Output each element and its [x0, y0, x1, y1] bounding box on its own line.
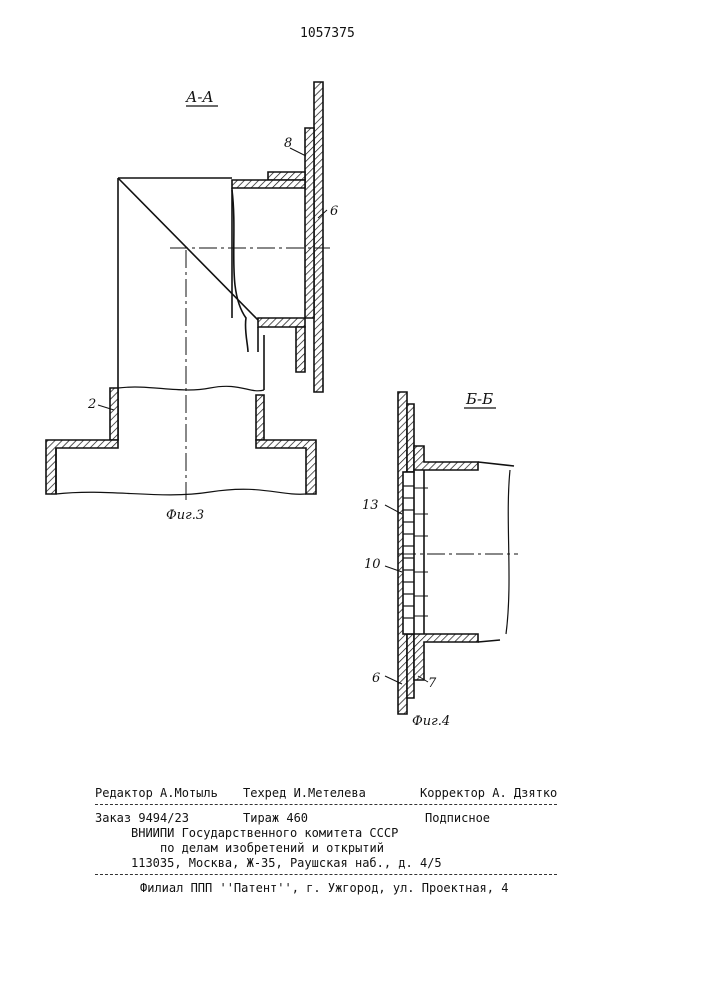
org-line-1: ВНИИПИ Государственного комитета СССР	[131, 826, 398, 840]
org-line-2: по делам изобретений и открытий	[160, 841, 384, 855]
callout-6-fig4: 6	[372, 671, 380, 686]
corrector-credit: Корректор А. Дзятко	[420, 786, 557, 800]
callout-6-fig3: 6	[330, 204, 338, 219]
technical-drawing	[0, 0, 707, 760]
callout-8: 8	[284, 136, 292, 151]
callout-13: 13	[362, 498, 379, 513]
section-label-b-b: Б-Б	[466, 390, 493, 408]
editor-credit: Редактор А.Мотыль	[95, 786, 218, 800]
figure3-caption: Фиг.3	[166, 508, 204, 523]
address: 113035, Москва, Ж-35, Раушская наб., д. …	[131, 856, 442, 870]
techred-credit: Техред И.Метелева	[243, 786, 366, 800]
section-label-a-a: А-А	[186, 88, 214, 106]
callout-7: 7	[428, 676, 436, 691]
colophon-divider-bottom	[95, 874, 557, 875]
colophon-divider-top	[95, 804, 557, 805]
callout-2: 2	[88, 397, 96, 412]
circulation: Тираж 460	[243, 811, 308, 825]
order-number: Заказ 9494/23	[95, 811, 189, 825]
figure4-drawing	[385, 392, 518, 714]
subscription: Подписное	[425, 811, 490, 825]
branch-address: Филиал ППП ''Патент'', г. Ужгород, ул. П…	[140, 881, 508, 895]
callout-10: 10	[364, 557, 381, 572]
figure4-caption: Фиг.4	[412, 714, 450, 729]
